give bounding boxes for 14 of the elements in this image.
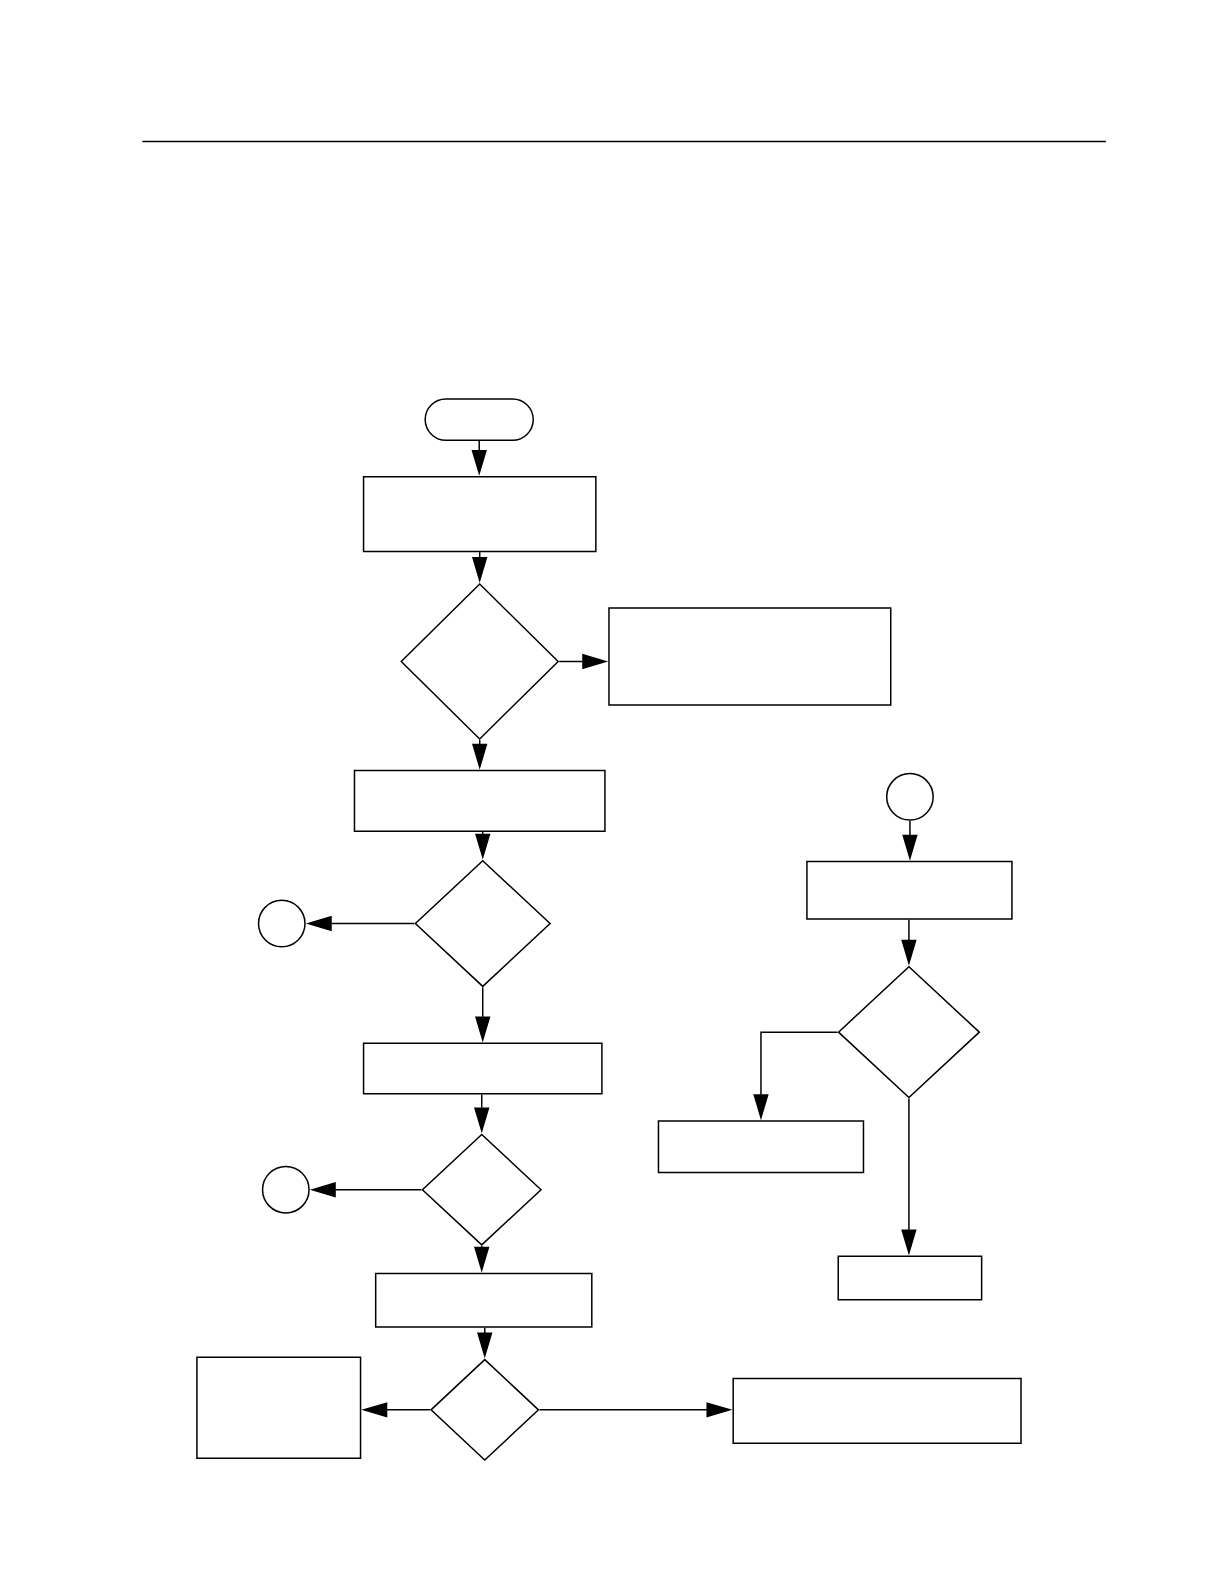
process-box <box>362 475 597 553</box>
process-box <box>732 1377 1022 1444</box>
connector-circle <box>257 899 306 948</box>
connector-circle <box>885 772 934 821</box>
process-box <box>362 1042 603 1095</box>
process-box <box>806 860 1013 920</box>
decision-diamond <box>837 965 981 1099</box>
process-box <box>374 1272 593 1328</box>
process-box <box>657 1120 865 1174</box>
process-box <box>608 607 892 706</box>
connector-circle <box>261 1165 310 1214</box>
process-box <box>353 769 606 832</box>
process-box <box>196 1356 362 1460</box>
process-box <box>837 1255 983 1301</box>
